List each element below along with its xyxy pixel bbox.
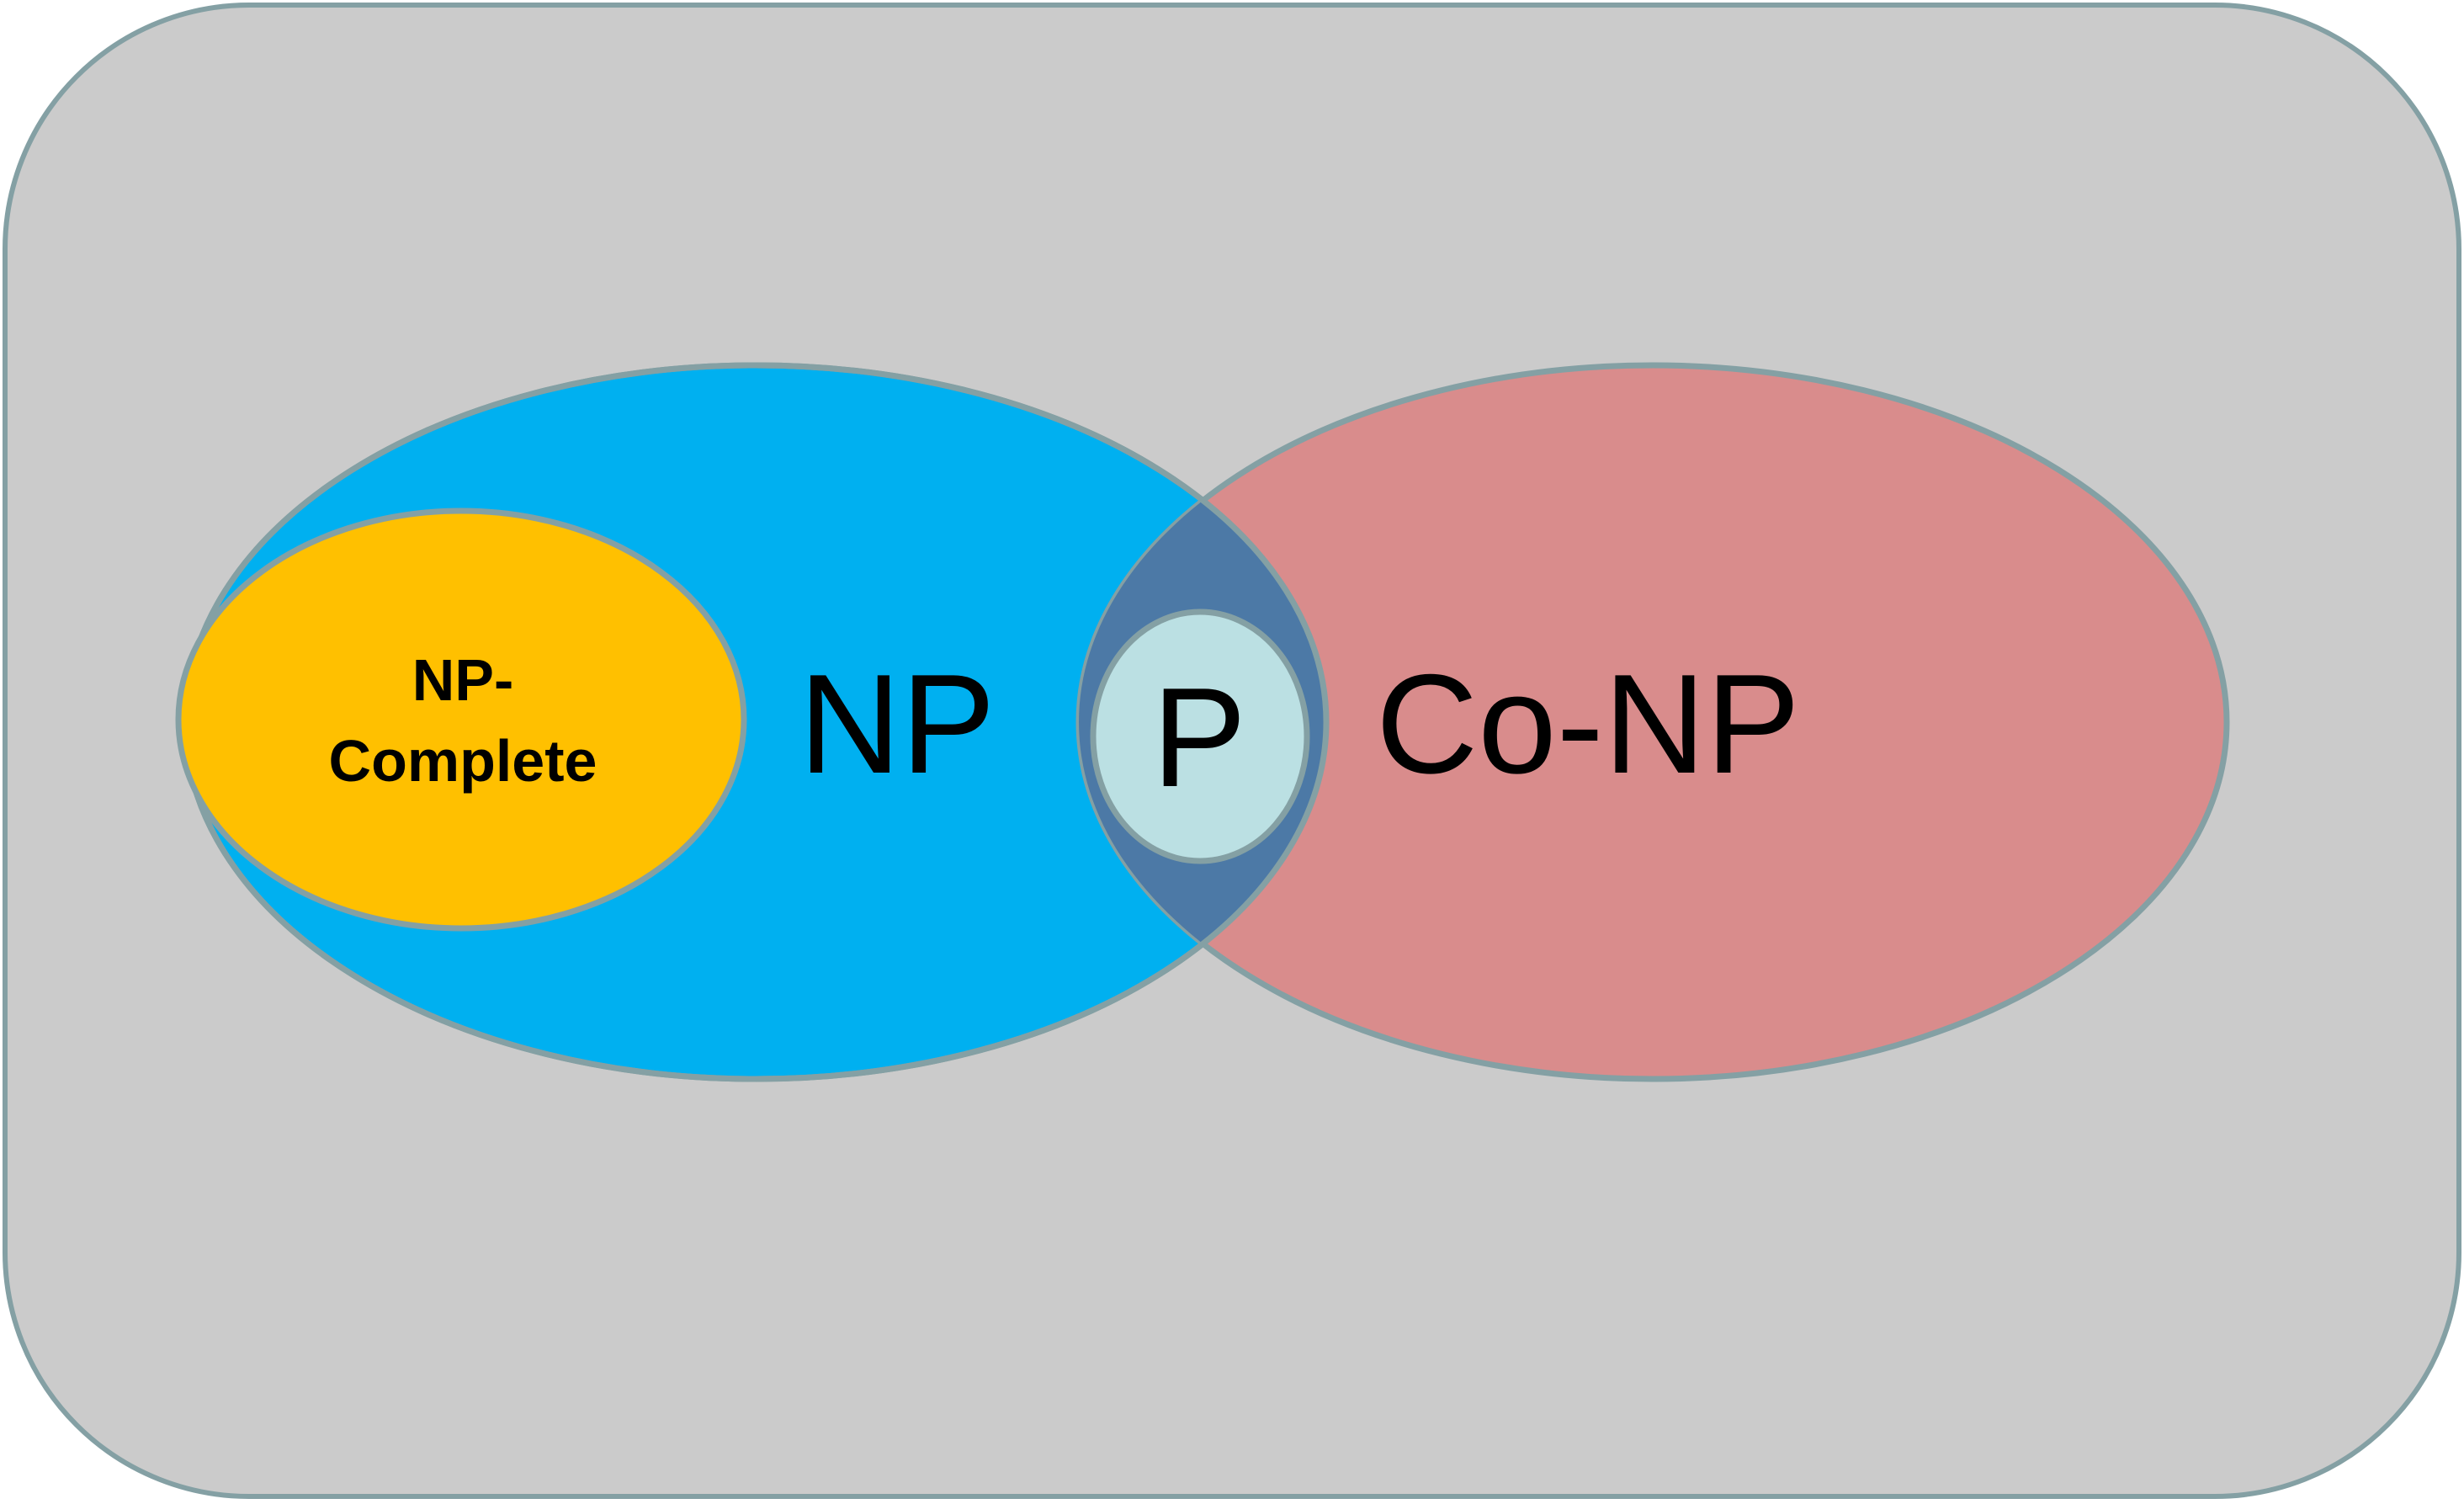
np-complete-label-line1: NP- xyxy=(412,647,514,713)
p-label: P xyxy=(1152,658,1246,816)
np-complete-label-line2: Complete xyxy=(329,728,597,794)
co-np-label: Co-NP xyxy=(1376,645,1800,803)
np-label: NP xyxy=(799,645,995,803)
np-complete-set xyxy=(175,508,747,932)
p-set xyxy=(1090,609,1310,864)
